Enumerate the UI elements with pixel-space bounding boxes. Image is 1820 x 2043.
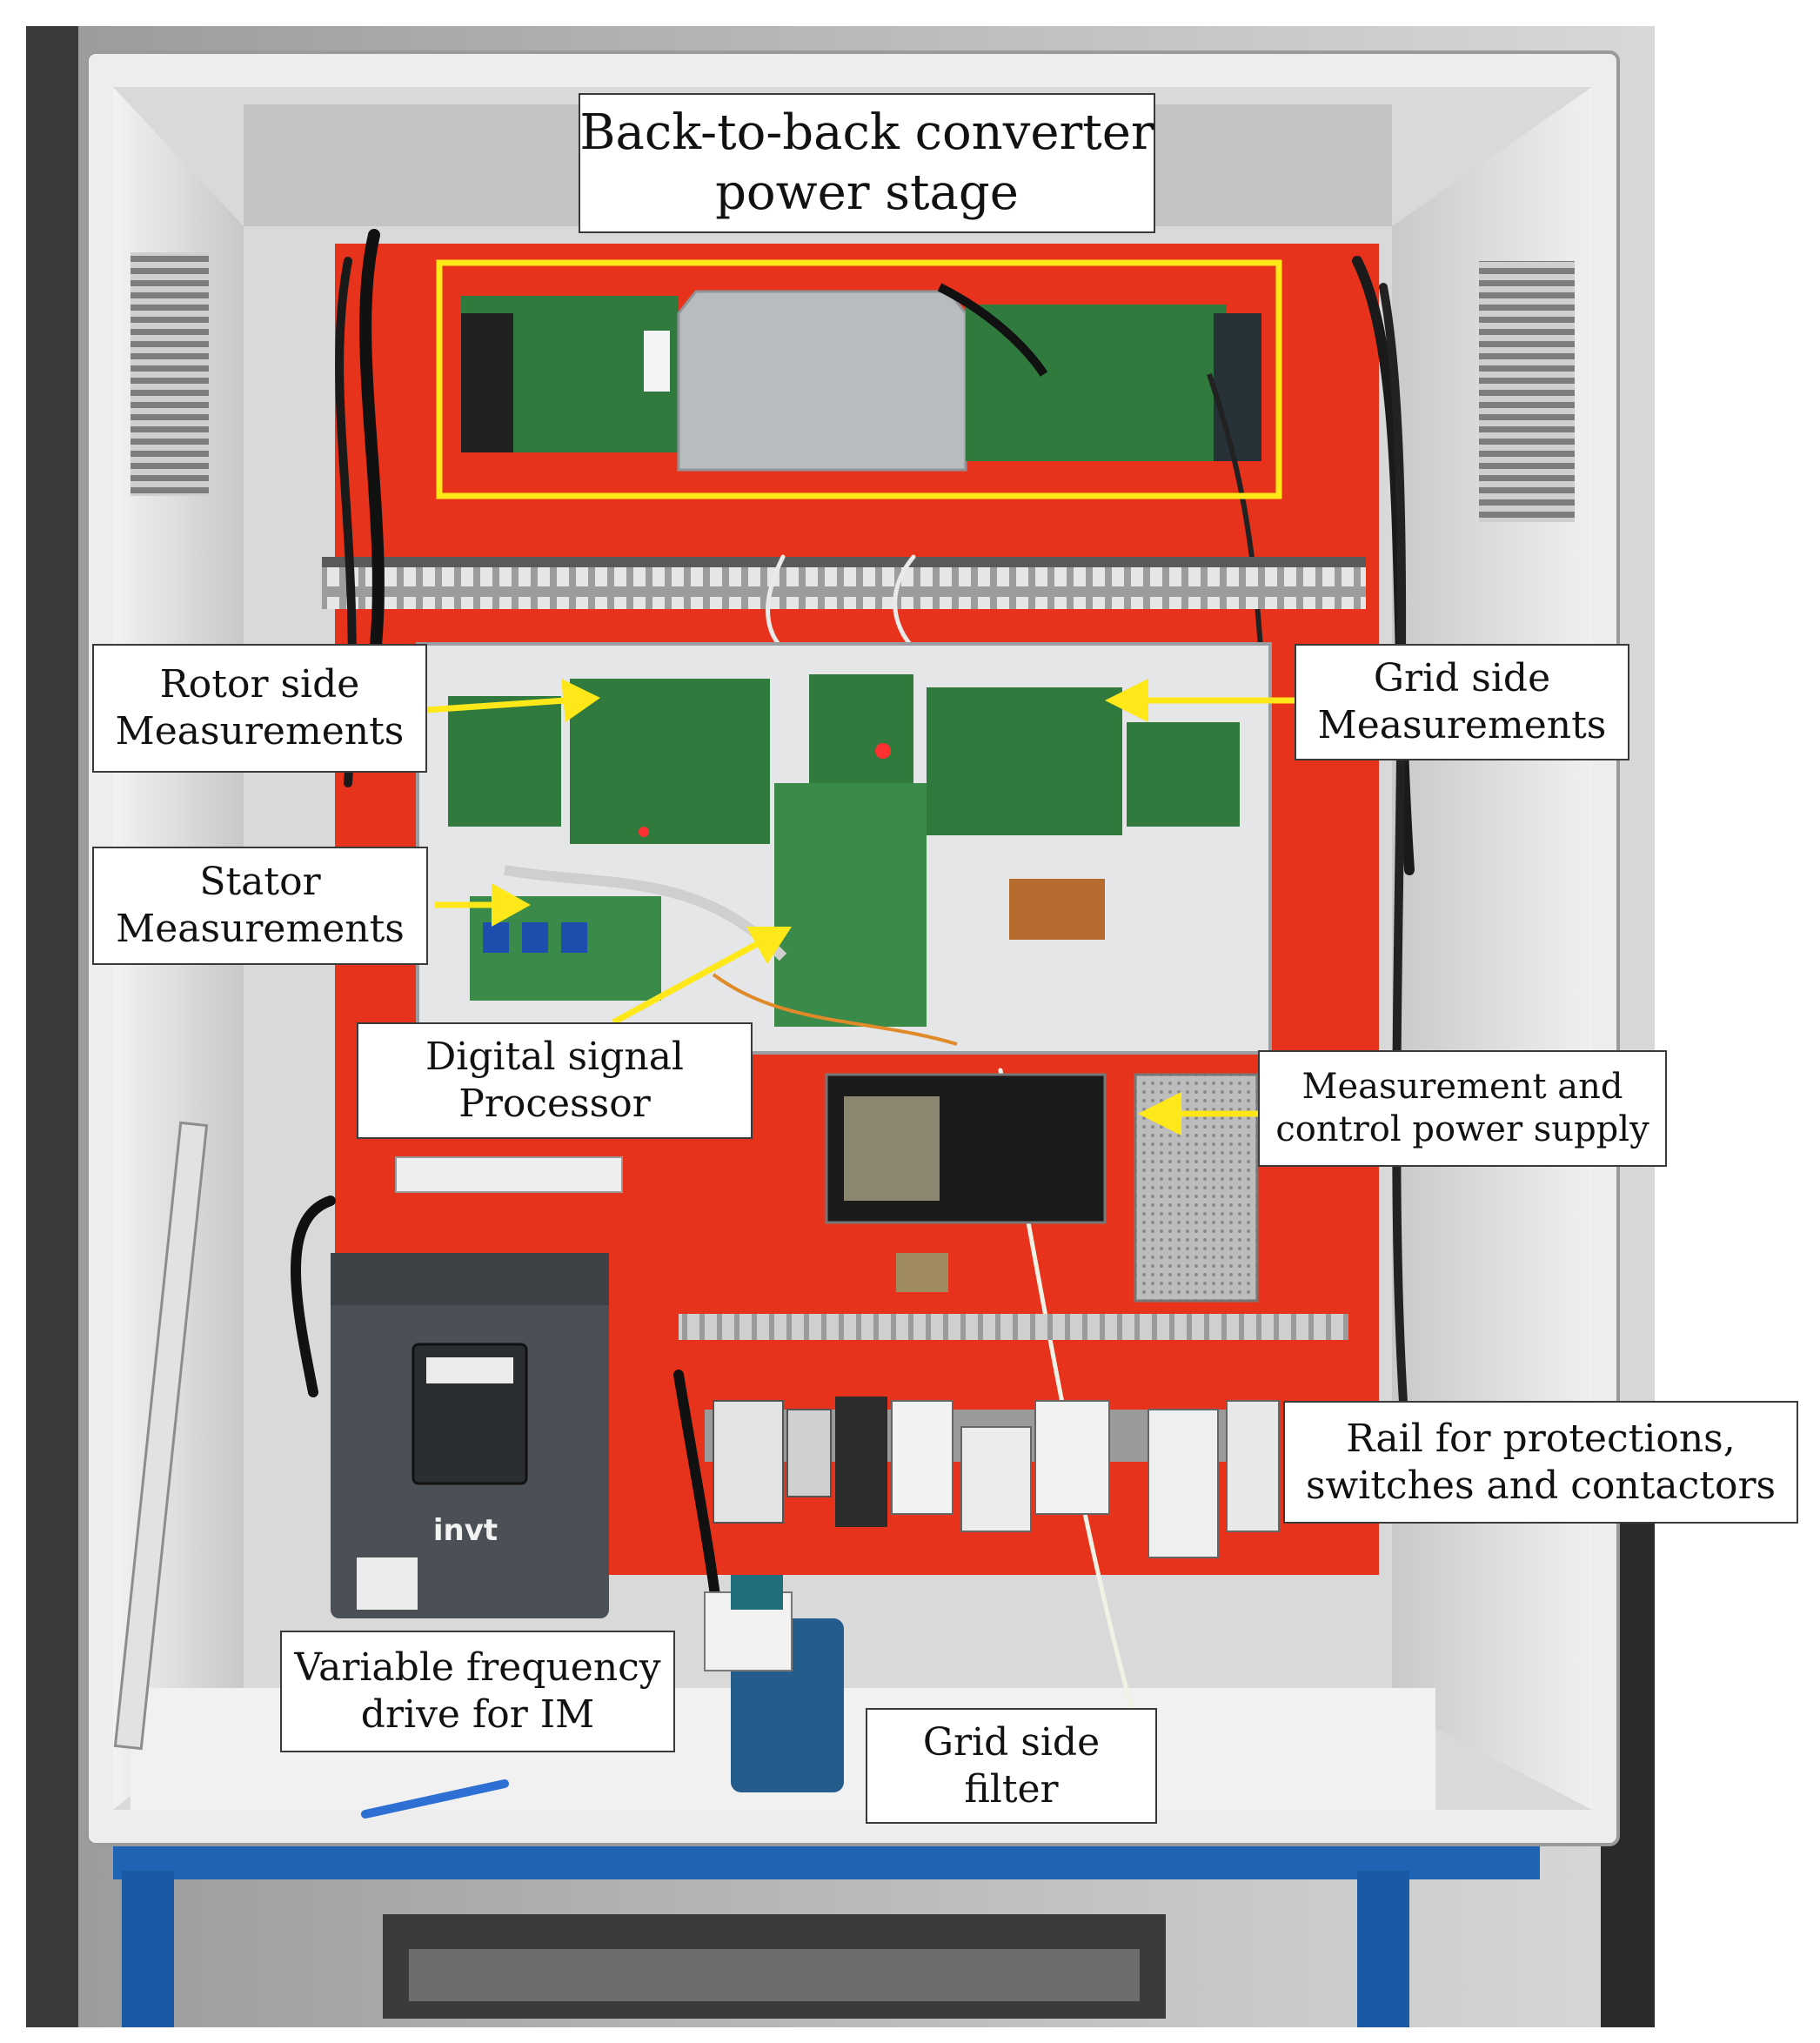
label-psu-line2: control power supply bbox=[1275, 1109, 1649, 1149]
label-stator-line1: Stator bbox=[199, 860, 321, 905]
label-grid-measurements: Grid side Measurements bbox=[1295, 644, 1629, 760]
label-digital-signal-processor: Digital signal Processor bbox=[357, 1022, 753, 1139]
arrow-grid-meas-head bbox=[1105, 679, 1148, 722]
label-grid-meas-line2: Measurements bbox=[1317, 703, 1607, 747]
label-grid-meas-line1: Grid side bbox=[1373, 656, 1551, 701]
label-variable-frequency-drive: Variable frequency drive for IM bbox=[280, 1631, 675, 1752]
label-protection-rail: Rail for protections, switches and conta… bbox=[1283, 1401, 1798, 1524]
vfd-unit: invt bbox=[331, 1253, 609, 1618]
label-vfd-line2: drive for IM bbox=[360, 1692, 595, 1737]
arrow-dsp-head bbox=[746, 927, 792, 964]
label-power-supply: Measurement and control power supply bbox=[1258, 1050, 1667, 1167]
arrow-psu-head bbox=[1138, 1092, 1181, 1135]
label-rotor-line2: Measurements bbox=[115, 709, 405, 754]
label-rotor-line1: Rotor side bbox=[159, 662, 360, 707]
label-dsp-line1: Digital signal bbox=[425, 1035, 685, 1080]
arrow-rotor-head bbox=[561, 679, 600, 722]
protection-rail-hardware bbox=[705, 1397, 1280, 1558]
label-stator-line2: Measurements bbox=[116, 907, 405, 951]
label-filter-line1: Grid side bbox=[922, 1719, 1101, 1765]
label-power-stage: Back-to-back converter power stage bbox=[579, 93, 1155, 233]
arrow-stator-head bbox=[492, 883, 531, 927]
label-psu-line1: Measurement and bbox=[1301, 1067, 1623, 1108]
arrow-dsp bbox=[612, 941, 759, 1026]
label-grid-side-filter: Grid side filter bbox=[866, 1708, 1157, 1824]
label-power-stage-line2: power stage bbox=[715, 164, 1019, 221]
power-stage-hardware bbox=[461, 283, 1264, 662]
label-vfd-line1: Variable frequency bbox=[294, 1645, 661, 1691]
label-stator-measurements: Stator Measurements bbox=[92, 847, 428, 965]
label-dsp-line2: Processor bbox=[458, 1082, 651, 1126]
power-supply-area bbox=[395, 1073, 1259, 1303]
label-rail-line2: switches and contactors bbox=[1305, 1463, 1777, 1508]
label-rail-line1: Rail for protections, bbox=[1346, 1416, 1736, 1461]
power-stage-highlight-box bbox=[436, 259, 1282, 499]
cable-duct bbox=[679, 1314, 1348, 1340]
grid-filter-hardware bbox=[704, 1575, 844, 1792]
label-filter-line2: filter bbox=[964, 1766, 1059, 1812]
callout-arrows bbox=[425, 679, 1295, 1135]
label-rotor-measurements: Rotor side Measurements bbox=[92, 644, 427, 773]
screwdriver bbox=[361, 1779, 509, 1819]
arrow-rotor bbox=[425, 697, 566, 713]
label-power-stage-line1: Back-to-back converter bbox=[579, 104, 1154, 162]
vfd-brand-logo: invt bbox=[433, 1513, 498, 1548]
